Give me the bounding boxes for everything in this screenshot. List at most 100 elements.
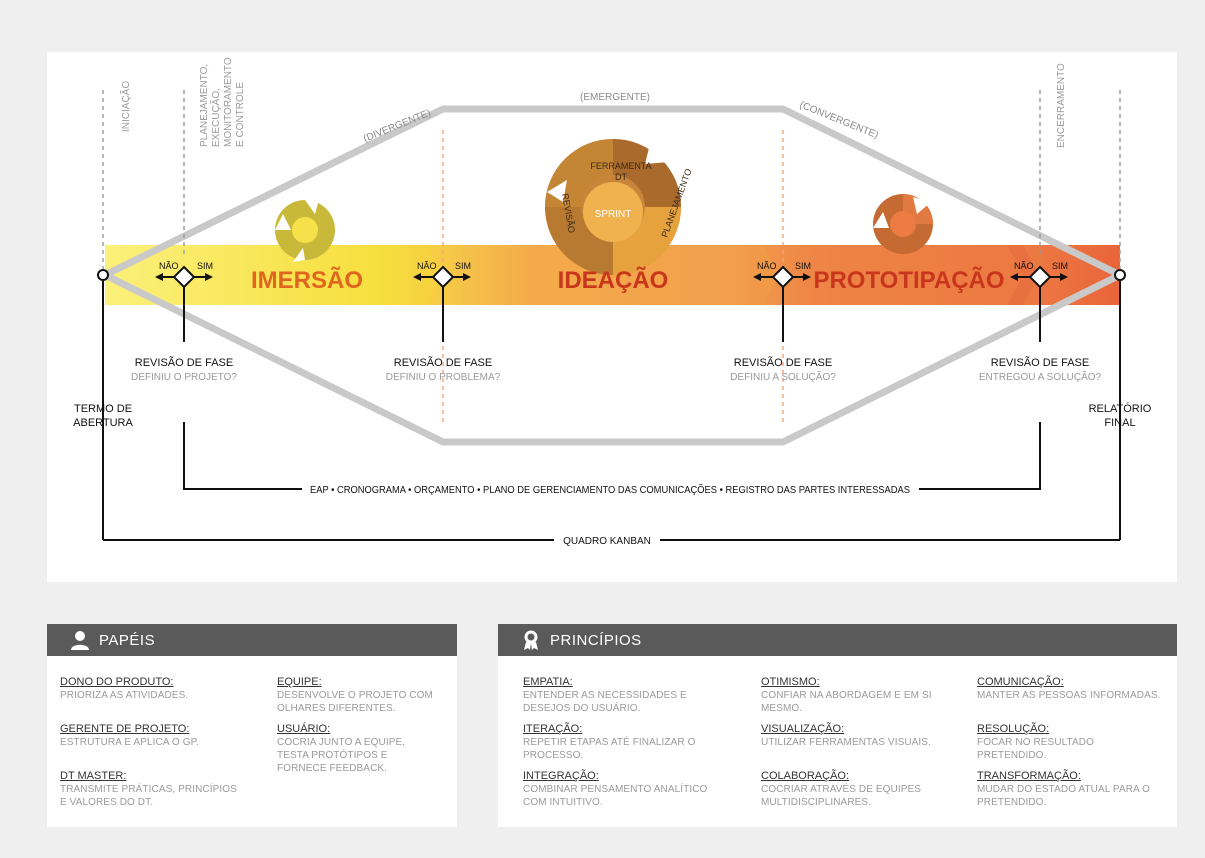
chevron-1 xyxy=(411,245,443,305)
artifacts-line: EAP • CRONOGRAMA • ORÇAMENTO • PLANO DE … xyxy=(310,483,910,496)
gate-4-yes-label: SIM xyxy=(1052,261,1068,271)
gate-1-no-label: NÃO xyxy=(159,261,179,271)
phase-imersao-title: IMERSÃO xyxy=(251,266,363,294)
start-label-1: TERMO DE xyxy=(74,403,132,415)
artifacts-bracket-right xyxy=(919,422,1041,490)
principio-title: TRANSFORMAÇÃO: xyxy=(977,770,1081,782)
sprint-cycle-icon xyxy=(545,139,681,275)
papel-item: GERENTE DE PROJETO: ESTRUTURA E APLICA O… xyxy=(60,723,240,749)
principio-desc: REPETIR ETAPAS ATÉ FINALIZAR O PROCESSO. xyxy=(523,737,696,761)
principio-title: COMUNICAÇÃO: xyxy=(977,676,1064,688)
end-label-1: RELATÓRIO xyxy=(1089,402,1152,415)
papel-desc: TRANSMITE PRÁTICAS, PRINCÍPIOS E VALORES… xyxy=(60,784,237,808)
sprint-ferramenta-label-2: DT xyxy=(615,172,627,182)
papel-desc: DESENVOLVE O PROJETO COM OLHARES DIFEREN… xyxy=(277,690,433,714)
papel-desc: ESTRUTURA E APLICA O GP. xyxy=(60,737,199,748)
gate-1 xyxy=(155,265,213,342)
label-emergente: (EMERGENTE) xyxy=(580,92,650,103)
principio-item: TRANSFORMAÇÃO: MUDAR DO ESTADO ATUAL PAR… xyxy=(977,770,1162,809)
review-1-title: REVISÃO DE FASE xyxy=(135,356,233,369)
artifacts-bracket-left xyxy=(183,422,302,490)
gate-3-no-label: NÃO xyxy=(757,261,777,271)
papel-title: DT MASTER: xyxy=(60,770,127,782)
phase-prototipacao-title: PROTOTIPAÇÃO xyxy=(813,266,1004,294)
gate-4-no-label: NÃO xyxy=(1014,261,1034,271)
principio-item: ITERAÇÃO: REPETIR ETAPAS ATÉ FINALIZAR O… xyxy=(523,723,713,762)
principio-title: VISUALIZAÇÃO: xyxy=(761,723,845,735)
principio-title: RESOLUÇÃO: xyxy=(977,723,1050,735)
process-diagram: INICIAÇÃO PLANEJAMENTO, EXECUÇÃO, MONITO… xyxy=(73,57,1152,547)
principio-title: COLABORAÇÃO: xyxy=(761,770,850,782)
gate-4 xyxy=(1010,265,1068,342)
principio-item: EMPATIA: ENTENDER AS NECESSIDADES E DESE… xyxy=(523,676,713,715)
papel-desc: COCRIA JUNTO A EQUIPE, TESTA PROTÓTIPOS … xyxy=(277,737,406,774)
papel-title: GERENTE DE PROJETO: xyxy=(60,723,190,735)
sprint-ferramenta-label-1: FERRAMENTA xyxy=(590,161,651,171)
principio-item: VISUALIZAÇÃO: UTILIZAR FERRAMENTAS VISUA… xyxy=(761,723,941,749)
end-label-2: FINAL xyxy=(1104,417,1135,429)
person-icon xyxy=(71,631,89,650)
review-4-question: ENTREGOU A SOLUÇÃO? xyxy=(979,370,1102,383)
principio-item: OTIMISMO: CONFIAR NA ABORDAGEM E EM SI M… xyxy=(761,676,941,715)
gate-3 xyxy=(753,265,811,342)
review-1-question: DEFINIU O PROJETO? xyxy=(131,372,237,383)
start-label-2: ABERTURA xyxy=(73,417,133,429)
review-3-title: REVISÃO DE FASE xyxy=(734,356,832,369)
principio-item: INTEGRAÇÃO: COMBINAR PENSAMENTO ANALÍTIC… xyxy=(523,770,713,809)
process-diagram-panel: INICIAÇÃO PLANEJAMENTO, EXECUÇÃO, MONITO… xyxy=(47,52,1177,582)
principio-item: RESOLUÇÃO: FOCAR NO RESULTADO PRETENDIDO… xyxy=(977,723,1162,762)
principio-title: ITERAÇÃO: xyxy=(523,723,583,735)
papel-item: DT MASTER: TRANSMITE PRÁTICAS, PRINCÍPIO… xyxy=(60,770,240,809)
principio-item: COLABORAÇÃO: COCRIAR ATRAVÉS DE EQUIPES … xyxy=(761,770,941,809)
papeis-header: PAPÉIS xyxy=(47,624,457,656)
review-4-title: REVISÃO DE FASE xyxy=(991,356,1089,369)
papel-desc: PRIORIZA AS ATIVIDADES. xyxy=(60,690,189,701)
papel-item: USUÁRIO: COCRIA JUNTO A EQUIPE, TESTA PR… xyxy=(277,723,437,775)
papel-item: DONO DO PRODUTO: PRIORIZA AS ATIVIDADES. xyxy=(60,676,240,702)
label-planejamento-2: EXECUÇÃO, xyxy=(209,88,222,147)
principios-header: PRINCÍPIOS xyxy=(498,624,1177,656)
principio-desc: COMBINAR PENSAMENTO ANALÍTICO COM INTUIT… xyxy=(523,784,708,808)
label-encerramento: ENCERRAMENTO xyxy=(1056,63,1067,148)
sprint-center-label: SPRINT xyxy=(595,209,632,220)
label-divergente: (DIVERGENTE) xyxy=(362,108,433,145)
papel-title: USUÁRIO: xyxy=(277,723,331,735)
label-iniciacao: INICIAÇÃO xyxy=(119,81,132,132)
chevron-3 xyxy=(1007,245,1039,305)
label-planejamento-4: E CONTROLE xyxy=(235,82,246,147)
principio-desc: COCRIAR ATRAVÉS DE EQUIPES MULTIDISCIPLI… xyxy=(761,784,922,808)
principio-desc: ENTENDER AS NECESSIDADES E DESEJOS DO US… xyxy=(523,690,687,714)
gate-2 xyxy=(413,265,471,342)
principio-desc: CONFIAR NA ABORDAGEM E EM SI MESMO. xyxy=(761,690,932,714)
principio-desc: UTILIZAR FERRAMENTAS VISUAIS. xyxy=(761,737,931,748)
start-node xyxy=(97,269,109,281)
principios-panel xyxy=(498,656,1177,827)
principio-item: COMUNICAÇÃO: MANTER AS PESSOAS INFORMADA… xyxy=(977,676,1162,702)
papel-item: EQUIPE: DESENVOLVE O PROJETO COM OLHARES… xyxy=(277,676,437,715)
principio-desc: MANTER AS PESSOAS INFORMADAS. xyxy=(977,690,1161,701)
gate-1-yes-label: SIM xyxy=(197,261,213,271)
award-ribbon-icon xyxy=(524,630,538,650)
review-2-question: DEFINIU O PROBLEMA? xyxy=(386,372,501,383)
review-3-question: DEFINIU A SOLUÇÃO? xyxy=(730,370,836,383)
label-planejamento-3: MONITORAMENTO xyxy=(223,57,234,147)
papeis-title: PAPÉIS xyxy=(99,631,156,649)
gate-2-yes-label: SIM xyxy=(455,261,471,271)
phase-ideacao-title: IDEAÇÃO xyxy=(558,266,669,294)
papel-title: DONO DO PRODUTO: xyxy=(60,676,174,688)
kanban-line: QUADRO KANBAN xyxy=(563,536,651,547)
principio-desc: FOCAR NO RESULTADO PRETENDIDO. xyxy=(977,737,1094,761)
papeis-panel xyxy=(47,656,457,827)
label-planejamento-1: PLANEJAMENTO, xyxy=(199,64,210,147)
papel-title: EQUIPE: xyxy=(277,676,322,688)
principio-desc: MUDAR DO ESTADO ATUAL PARA O PRETENDIDO. xyxy=(977,784,1151,808)
gate-3-yes-label: SIM xyxy=(795,261,811,271)
gate-2-no-label: NÃO xyxy=(417,261,437,271)
review-2-title: REVISÃO DE FASE xyxy=(394,356,492,369)
principios-title: PRINCÍPIOS xyxy=(550,631,642,649)
end-node xyxy=(1114,269,1126,281)
principio-title: EMPATIA: xyxy=(523,676,573,688)
imersao-cycle-icon xyxy=(275,192,335,262)
prototipacao-cycle-icon xyxy=(873,194,933,254)
principio-title: OTIMISMO: xyxy=(761,676,820,688)
